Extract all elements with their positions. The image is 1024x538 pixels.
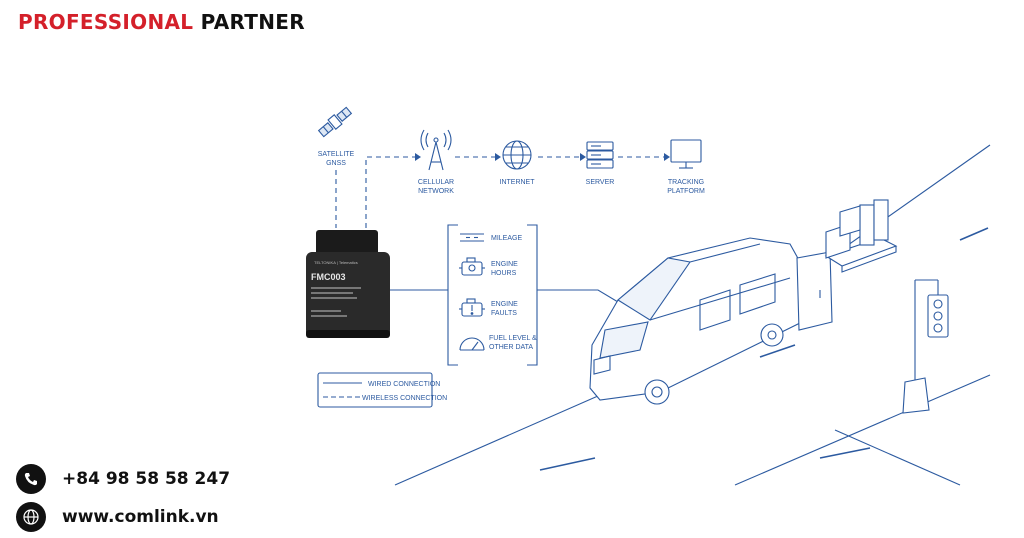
cellular-label-line1: CELLULAR: [418, 179, 454, 186]
website-link[interactable]: www.comlink.vn: [62, 507, 219, 527]
satellite-label-line2: GNSS: [326, 160, 346, 167]
contact-website: www.comlink.vn: [16, 502, 219, 532]
engine-fault-icon: [459, 298, 485, 317]
data-engine-faults-line2: FAULTS: [491, 310, 517, 317]
globe-icon: [16, 502, 46, 532]
bracket-left: [447, 224, 458, 366]
engine-icon: [459, 257, 485, 276]
device-brand: TELTONIKA | Telematics: [314, 260, 358, 265]
obd-tracker-device: TELTONIKA | Telematics FMC003: [306, 230, 390, 338]
data-mileage-label: MILEAGE: [491, 235, 522, 242]
crossroad-edge: [834, 429, 961, 486]
lane-marking: [759, 344, 796, 358]
satellite-label-line1: SATELLITE: [318, 151, 355, 158]
brand-word-professional: PROFESSIONAL: [18, 10, 194, 34]
tracking-label-line2: PLATFORM: [667, 188, 705, 195]
brand-word-partner: PARTNER: [200, 10, 305, 34]
internet-globe-icon: [502, 140, 532, 170]
internet-label: INTERNET: [500, 179, 536, 186]
data-fuel-line2: OTHER DATA: [489, 344, 533, 351]
van-illustration: [589, 237, 833, 405]
monitor-icon: [670, 139, 702, 169]
cellular-label-line2: NETWORK: [418, 188, 454, 195]
gauge-icon: [459, 337, 485, 351]
legend-wireless-label: WIRELESS CONNECTION: [362, 395, 447, 402]
lane-marking: [819, 447, 871, 459]
cellular-tower-icon: [420, 129, 452, 171]
legend-box: [317, 372, 433, 408]
data-engine-hours-line1: ENGINE: [491, 261, 518, 268]
wireless-connections: [335, 156, 664, 228]
satellite-icon: [317, 106, 353, 138]
contact-phone: +84 98 58 58 247: [16, 464, 230, 494]
bracket-right: [527, 224, 538, 366]
road-edge-right: [734, 374, 991, 486]
brand-title: PROFESSIONAL PARTNER: [18, 10, 305, 34]
device-model: FMC003: [311, 272, 346, 282]
server-icon: [586, 141, 614, 169]
lane-marking: [959, 227, 989, 241]
legend-wired-label: WIRED CONNECTION: [368, 381, 440, 388]
data-engine-faults-line1: ENGINE: [491, 301, 518, 308]
server-label: SERVER: [586, 179, 615, 186]
traffic-light-illustration: [902, 279, 949, 414]
data-engine-hours-line2: HOURS: [491, 270, 517, 277]
cargo-pallet-illustration: [824, 199, 898, 273]
data-fuel-line1: FUEL LEVEL &: [489, 335, 537, 342]
mileage-icon: [460, 233, 484, 242]
tracking-label-line1: TRACKING: [668, 179, 704, 186]
phone-icon: [16, 464, 46, 494]
lane-marking: [539, 457, 596, 471]
phone-number[interactable]: +84 98 58 58 247: [62, 469, 231, 489]
